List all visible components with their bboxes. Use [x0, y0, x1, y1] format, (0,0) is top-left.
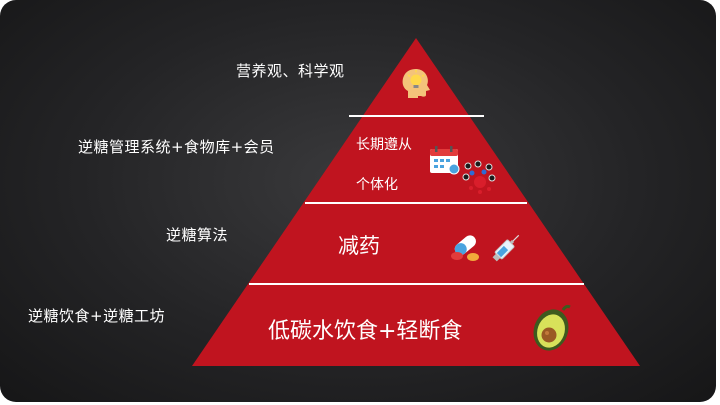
tier3-text: 减药: [338, 234, 380, 258]
syringe-icon: [492, 234, 520, 262]
avocado-icon: [533, 304, 571, 351]
network-dots-icon: [462, 160, 496, 194]
calendar-icon: [430, 146, 460, 175]
label-level-4: 逆糖饮食+逆糖工坊: [28, 307, 166, 325]
tier2-text-line2: 个体化: [356, 177, 398, 193]
label-level-3: 逆糖算法: [166, 226, 229, 244]
head-lightbulb-icon: [402, 68, 430, 98]
tier4-text: 低碳水饮食+轻断食: [268, 319, 463, 344]
pills-icon: [451, 235, 479, 261]
label-level-1: 营养观、科学观: [236, 62, 345, 80]
tier2-text-line1: 长期遵从: [356, 137, 412, 153]
label-level-2: 逆糖管理系统+食物库+会员: [78, 138, 275, 156]
